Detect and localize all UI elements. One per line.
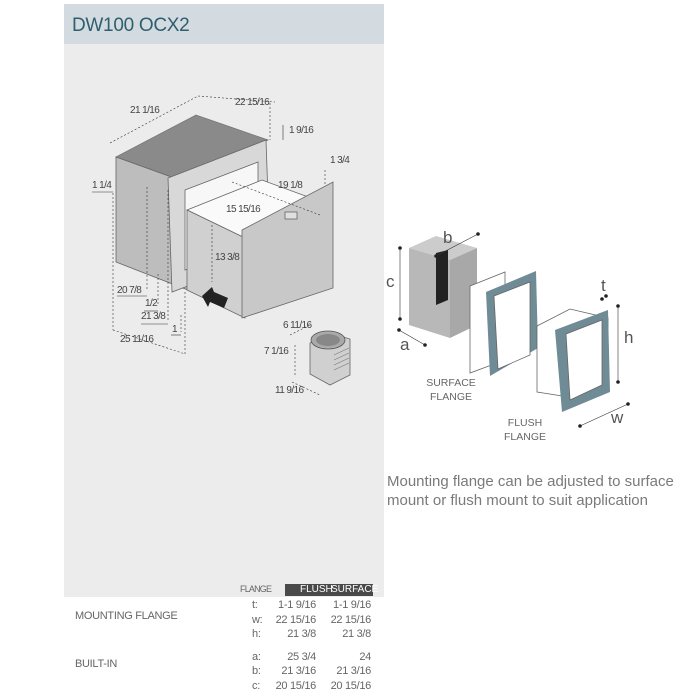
drawer-handle bbox=[284, 211, 298, 220]
group-label-mounting-flange: MOUNTING FLANGE bbox=[75, 610, 178, 622]
dim-letter-w: w bbox=[611, 408, 624, 427]
row-key: t: bbox=[252, 599, 258, 611]
row-key: w: bbox=[252, 614, 263, 626]
compressor-dim-label: 7 1/16 bbox=[264, 346, 289, 357]
dim-label: 1 9/16 bbox=[289, 125, 314, 136]
surface-flange-caption: SURFACE FLANGE bbox=[418, 376, 484, 404]
caption-line: FLANGE bbox=[503, 431, 546, 443]
group-label-built-in: BUILT-IN bbox=[75, 658, 118, 670]
dim-label: 22 15/16 bbox=[235, 97, 270, 108]
dim-label: 20 7/8 bbox=[117, 285, 142, 296]
surface-value: 20 15/16 bbox=[330, 680, 372, 692]
insert-arrow-icon bbox=[202, 287, 228, 308]
table-header-flush: FLUSH bbox=[300, 584, 333, 595]
dim-label: 1 1/4 bbox=[92, 180, 112, 191]
dim-label: 1 bbox=[172, 324, 178, 335]
dim-label: 21 1/16 bbox=[130, 105, 160, 116]
surface-value: 22 15/16 bbox=[330, 614, 372, 626]
flush-value: 1-1 9/16 bbox=[278, 599, 316, 611]
caption-line: FLUSH bbox=[507, 417, 543, 429]
flush-value: 20 15/16 bbox=[275, 680, 317, 692]
dim-letter-h: h bbox=[624, 328, 634, 347]
dim-letter-b: b bbox=[443, 228, 453, 247]
surface-value: 21 3/8 bbox=[342, 628, 371, 640]
flush-value: 25 3/4 bbox=[287, 651, 316, 663]
dim-label: 21 3/8 bbox=[141, 311, 166, 322]
mounting-description: Mounting flange can be adjusted to surfa… bbox=[387, 473, 674, 509]
dim-label: 1/2 bbox=[145, 298, 158, 309]
model-title: DW100 OCX2 bbox=[72, 15, 190, 36]
row-key: h: bbox=[252, 628, 261, 640]
table-header-flange: FLANGE bbox=[240, 584, 272, 594]
dimension-lines bbox=[109, 95, 326, 355]
drawer-front bbox=[241, 181, 334, 319]
dim-letter-c: c bbox=[386, 272, 395, 291]
title-band bbox=[64, 4, 384, 44]
dim-label: 15 15/16 bbox=[226, 204, 261, 215]
drawer-side bbox=[186, 209, 246, 319]
surface-value: 24 bbox=[359, 651, 371, 663]
surface-value: 21 3/16 bbox=[336, 665, 371, 677]
caption-line: FLANGE bbox=[429, 391, 472, 403]
caption-line: SURFACE bbox=[426, 377, 476, 389]
surface-value: 1-1 9/16 bbox=[333, 599, 371, 611]
dim-label: 1 3/4 bbox=[330, 155, 350, 166]
dim-label: 13 3/8 bbox=[215, 252, 240, 263]
row-key: a: bbox=[252, 651, 261, 663]
dim-label: 25 11/16 bbox=[120, 334, 154, 345]
dim-letter-a: a bbox=[400, 335, 410, 354]
flush-value: 21 3/16 bbox=[281, 665, 316, 677]
compressor-dim-label: 11 9/16 bbox=[275, 385, 304, 396]
dim-label: 19 1/8 bbox=[278, 180, 303, 191]
compressor-dim-label: 6 11/16 bbox=[283, 320, 312, 331]
table-header-bar bbox=[285, 584, 373, 596]
flush-flange-caption: FLUSH FLANGE bbox=[495, 416, 555, 444]
row-key: b: bbox=[252, 665, 261, 677]
row-key: c: bbox=[252, 680, 260, 692]
compressor-drawing bbox=[289, 324, 351, 396]
dim-letter-t: t bbox=[601, 276, 606, 295]
flush-value: 22 15/16 bbox=[275, 614, 317, 626]
flush-value: 21 3/8 bbox=[287, 628, 316, 640]
table-header-surface: SURFACE bbox=[331, 584, 379, 595]
